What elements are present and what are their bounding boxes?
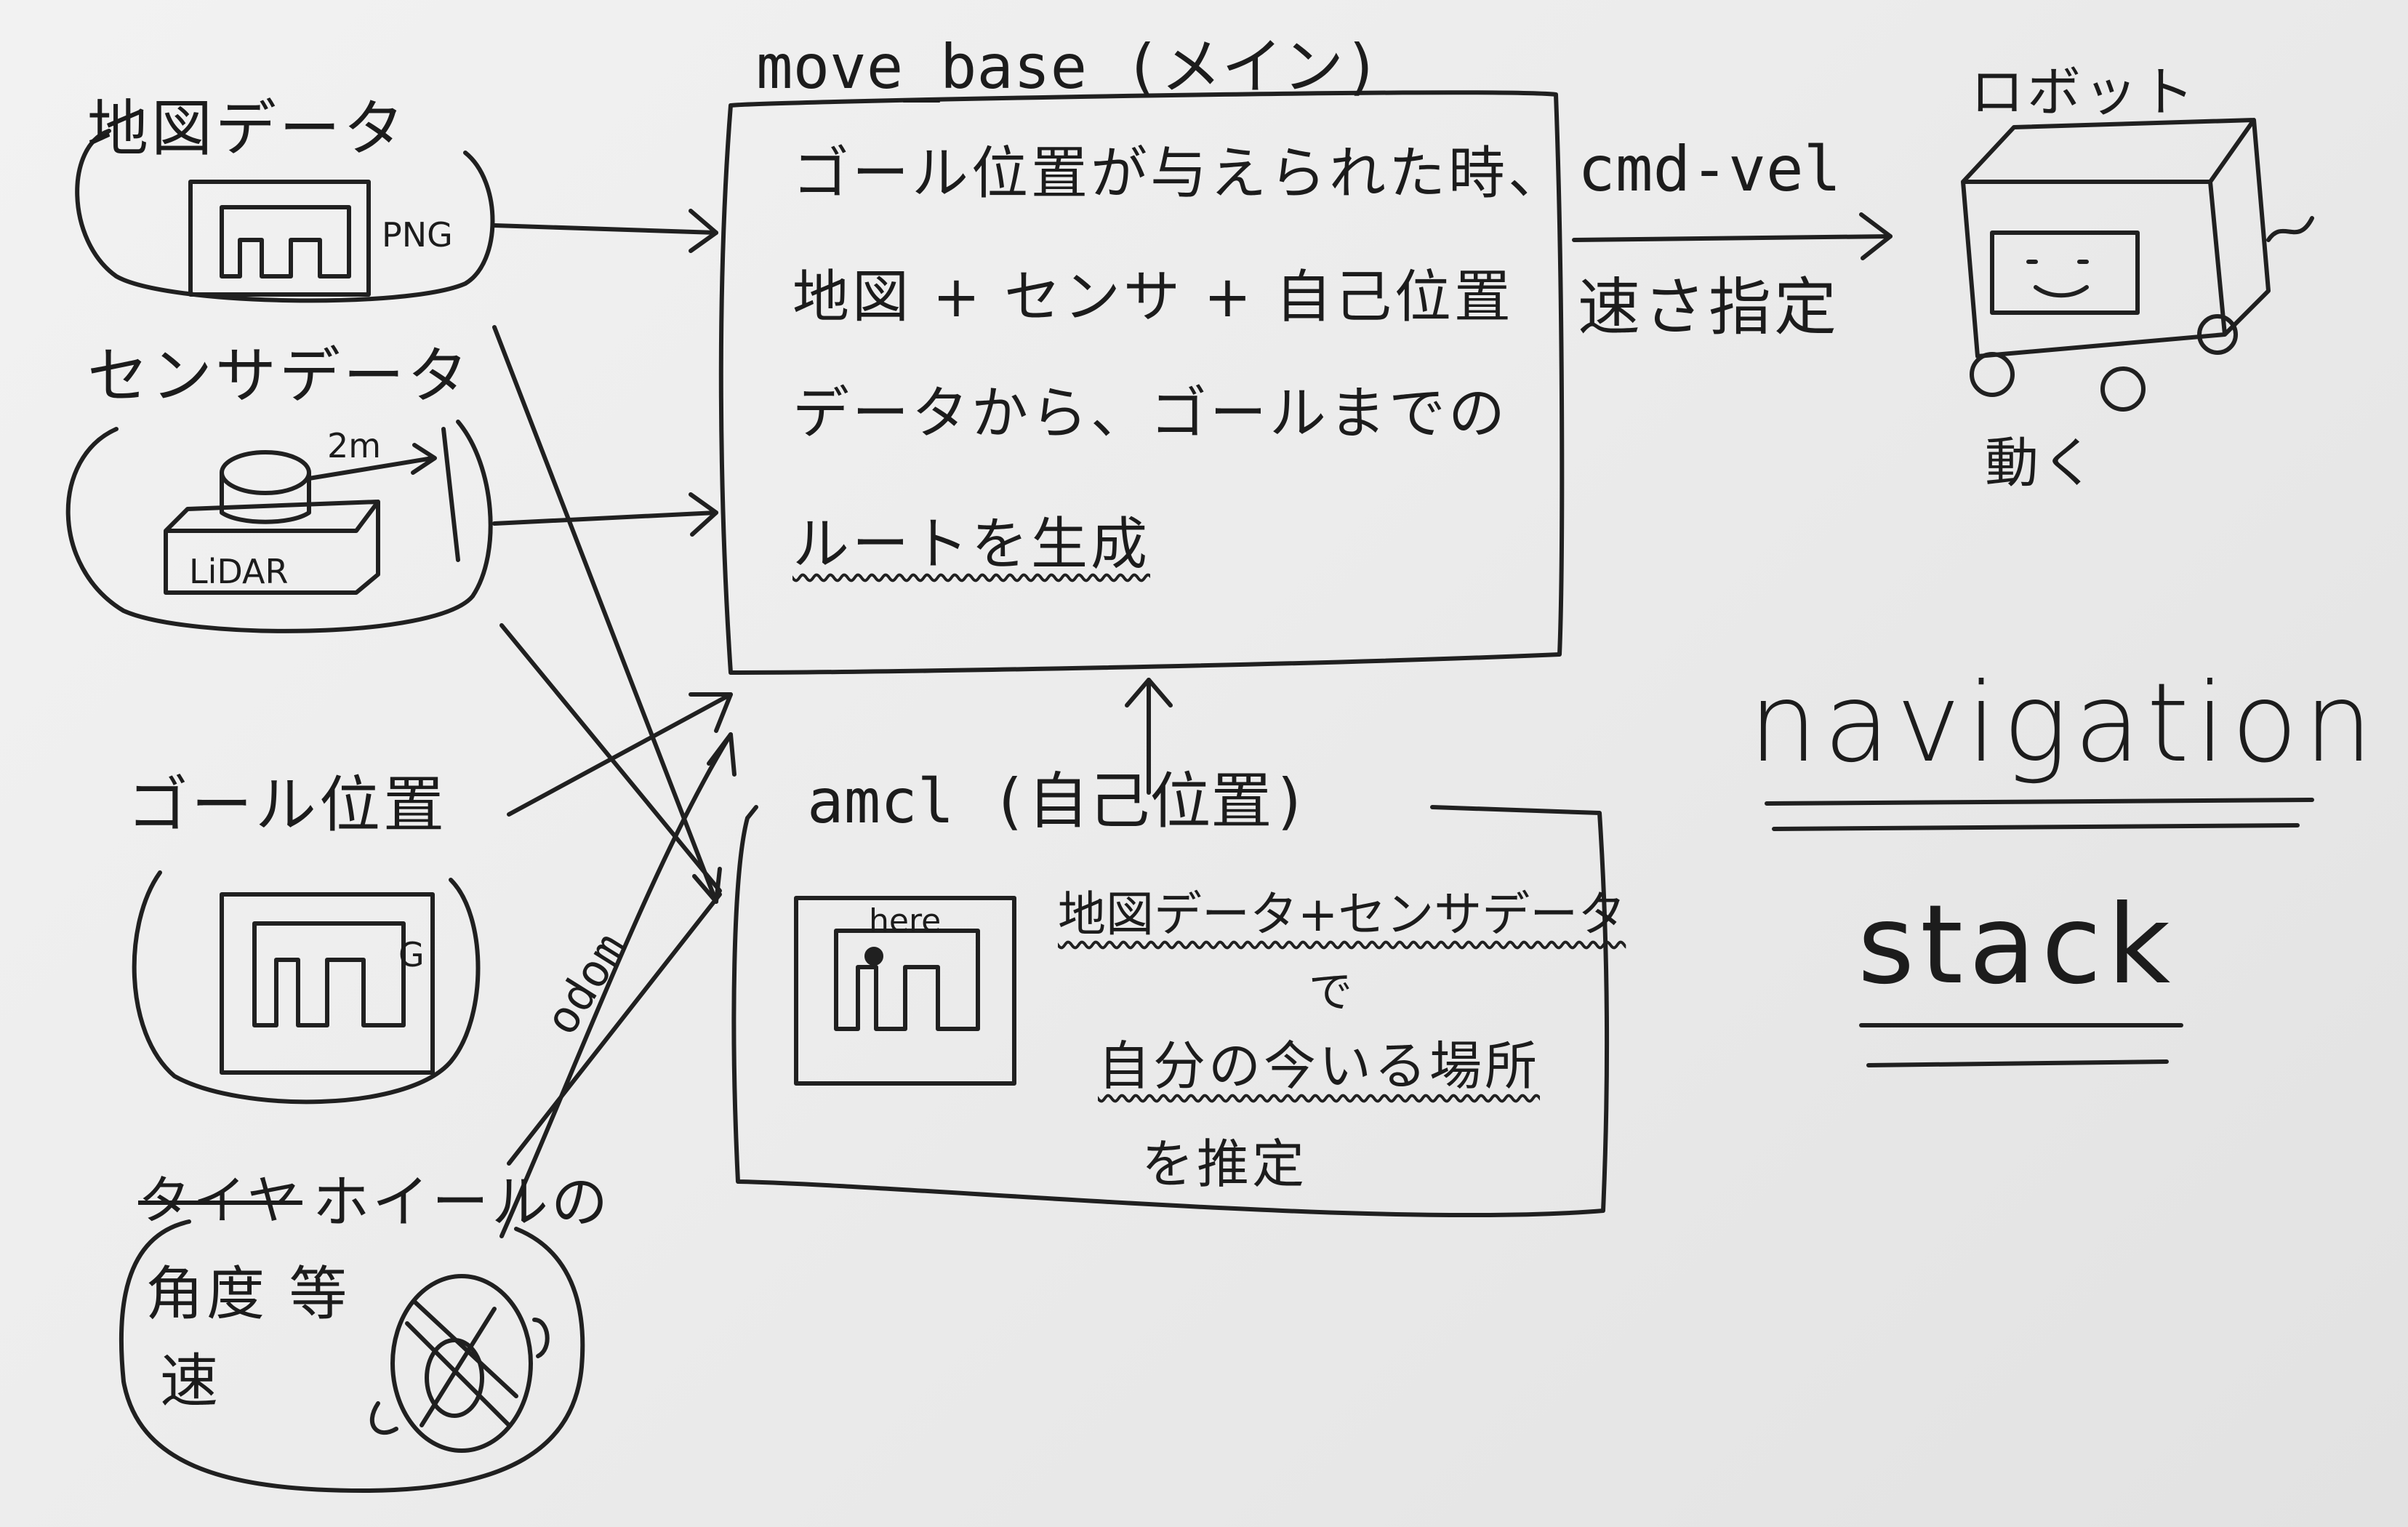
arrow-goal-to-move-base: [507, 692, 733, 817]
cmd-vel-label: cmd-vel: [1578, 133, 1842, 206]
amcl-line-2: で: [1309, 967, 1355, 1018]
amcl-title: amcl (自己位置): [807, 766, 1309, 837]
map-data-label: 地図データ: [87, 93, 408, 164]
goal-marker-label: G: [398, 935, 425, 974]
amcl-here-label: here: [869, 902, 942, 939]
move-base-box: [718, 90, 1565, 675]
goal-bubble: [132, 870, 481, 1105]
lidar-sensor-body: [220, 470, 311, 524]
title-underline-1: [1765, 798, 2314, 806]
robot-wheel-front-left: [1970, 352, 2015, 397]
arrow-cmd-vel-head: [1859, 212, 1893, 260]
robot-wheel-front-right: [2100, 366, 2146, 412]
lidar-range-wall: [441, 427, 460, 562]
lidar-range-label: 2m: [327, 426, 382, 465]
robot-wheel-back: [2197, 314, 2238, 355]
title-underline-4: [1866, 1059, 2169, 1067]
arrow-map-to-move-base-head: [689, 209, 718, 253]
title-underline-2: [1772, 823, 2300, 831]
arrow-amcl-to-move-base-head: [1125, 678, 1173, 708]
arrow-map-to-move-base: [492, 223, 718, 235]
amcl-line-4: を推定: [1141, 1134, 1308, 1195]
wheel-rotation-arrow-right: [532, 1318, 550, 1358]
robot-motion-mark: [2266, 216, 2314, 242]
arrow-odom-to-move-base-head: [707, 732, 737, 777]
arrow-sensor-to-move-base-head: [689, 492, 718, 537]
map-data-file-label: PNG: [382, 215, 453, 254]
arrow-sensor-to-move-base: [492, 510, 718, 526]
wheel-outer: [390, 1274, 533, 1453]
amcl-box: [731, 805, 1609, 1218]
goal-map-floorplan: [252, 921, 406, 1027]
arrow-sensor-to-amcl: [499, 623, 722, 893]
move-base-title: move_base (メイン): [756, 31, 1381, 103]
lidar-box: [164, 500, 380, 595]
robot-screen: [1990, 231, 2140, 315]
robot-face: [2026, 260, 2089, 298]
move-base-line-1: ゴール位置が与えられた時、: [792, 141, 1568, 207]
move-base-line-4: ルートを生成: [792, 512, 1151, 577]
wheel-label: ホイールの: [313, 1170, 611, 1235]
move-base-line-3: データから、ゴールまでの: [792, 381, 1509, 446]
wheel-bubble: [119, 1219, 585, 1493]
wheel-angle-label: 角度 等: [145, 1260, 350, 1328]
wheel-struck-label: タイヤ: [138, 1170, 302, 1231]
map-data-floorplan: [220, 205, 351, 278]
arrow-cmd-vel: [1572, 234, 1893, 242]
goal-position-label: ゴール位置: [127, 769, 448, 841]
cmd-vel-description: 速さ指定: [1578, 271, 1839, 344]
sensor-data-label: センサデータ: [87, 340, 472, 412]
goal-map-frame: [220, 892, 435, 1075]
lidar-sensor-head: [220, 450, 311, 495]
arrow-odom-to-amcl: [507, 892, 722, 1166]
lidar-device-label: LiDAR: [189, 552, 289, 591]
lidar-range-arrow: [307, 456, 435, 481]
title-stack: stack: [1858, 882, 2177, 1009]
arrow-map-to-amcl: [492, 325, 718, 904]
amcl-line-1: 地図データ+センサデータ: [1058, 886, 1626, 942]
map-data-image-frame: [188, 180, 371, 297]
move-base-line-2: 地図 + センサ + 自己位置: [792, 265, 1514, 330]
robot-body: [1961, 118, 2271, 358]
amcl-position-dot: [864, 947, 883, 966]
title-navigation: navigation: [1749, 660, 2379, 787]
lidar-range-arrowhead: [411, 443, 437, 475]
robot-action-label: 動く: [1985, 432, 2098, 494]
map-data-bubble: [75, 129, 495, 303]
wheel-speed-label: 速: [160, 1347, 221, 1415]
amcl-map-frame: [794, 896, 1016, 1086]
arrow-odom-to-move-base: [499, 732, 733, 1238]
amcl-line-3: 自分の今いる場所: [1098, 1035, 1541, 1097]
arrow-goal-to-move-base-head: [689, 692, 733, 733]
wheel-rotation-arrow-left: [369, 1401, 398, 1435]
robot-label: ロボット: [1970, 61, 2197, 124]
sensor-data-bubble: [65, 420, 493, 633]
wheel-hatching: [405, 1299, 518, 1427]
amcl-map-floorplan: [834, 929, 980, 1031]
